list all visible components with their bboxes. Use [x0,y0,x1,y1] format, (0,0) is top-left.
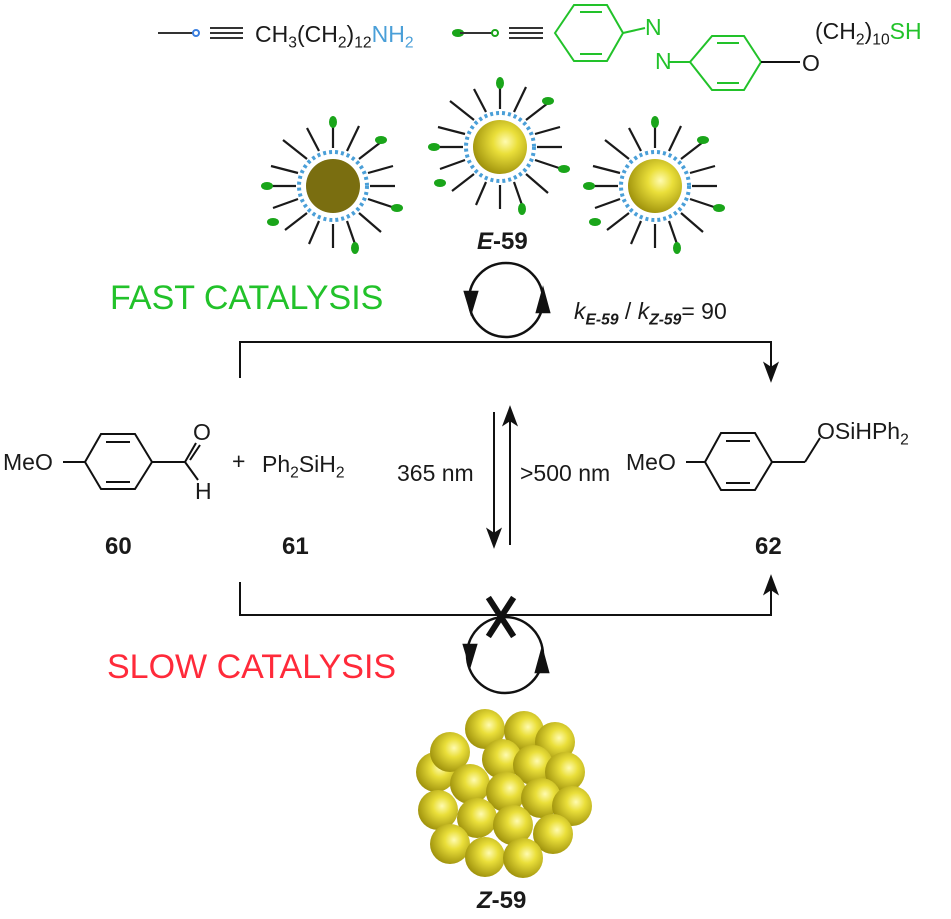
blocked-x-mark [485,595,517,639]
aggregated-nanoparticle-z59 [416,709,592,878]
light-500nm-label: >500 nm [520,460,611,486]
compound-60-hydrogen: H [195,478,212,504]
ether-oxygen: O [802,50,820,76]
compound-60-label: 60 [105,533,132,560]
ligand-azobenzene-symbol [452,4,800,91]
compound-62-silyl-ether: OSiHPh2 [817,418,909,449]
plus-sign: + [232,448,246,474]
compound-62-label: 62 [755,533,782,560]
thiol-chain: (CH2)10SH [815,18,922,49]
compound-60-structure [63,433,201,490]
rate-ratio: kE-59 / kZ-59= 90 [574,298,727,329]
catalyst-e59-label: E-59 [477,228,528,255]
fast-catalysis-label: FAST CATALYSIS [110,279,384,317]
compound-61-formula: Ph2SiH2 [262,451,345,482]
compound-60-oxygen: O [193,419,211,445]
compound-61-label: 61 [282,533,309,560]
light-switch-arrows [485,405,519,549]
compound-62-structure [686,432,821,491]
nanoparticle-center [428,77,570,215]
fast-catalytic-cycle [463,261,551,339]
slow-catalytic-cycle [462,615,550,695]
azo-n-top: N [645,14,662,40]
catalyst-z59-label: Z-59 [477,887,527,914]
slow-catalysis-label: SLOW CATALYSIS [107,648,397,686]
ligand-amine-formula: CH3(CH2)12NH2 [255,21,414,52]
fast-reaction-arrow [239,341,780,383]
ligand-amine-symbol [158,27,243,39]
nanoparticle-right [583,116,725,254]
compound-62-meo: MeO [626,449,676,475]
azo-n-bottom: N [655,48,672,74]
light-365nm-label: 365 nm [397,460,474,486]
nanoparticle-left [261,116,403,254]
compound-60-meo: MeO [3,449,53,475]
